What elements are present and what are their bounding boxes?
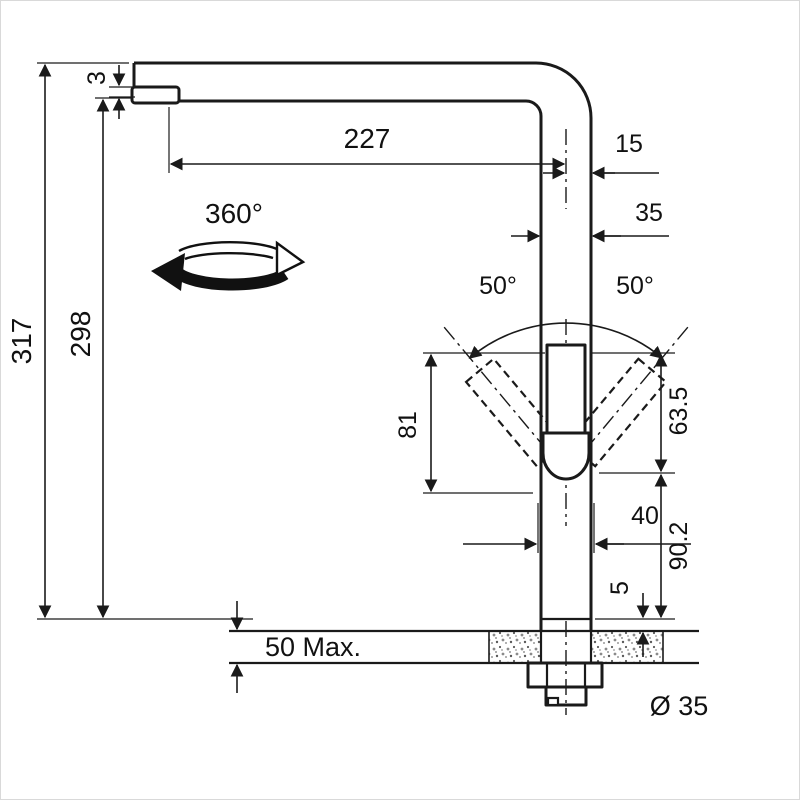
label-spout-height: 298: [65, 311, 96, 358]
handle-group: [443, 319, 689, 526]
dimension-spout-reach: 227: [168, 107, 567, 209]
label-tip-height: 3: [83, 71, 111, 85]
counter-hatch-left: [488, 630, 542, 664]
lever-angle-dimension: 50° 50°: [468, 272, 664, 359]
dimension-lever-offset: 63.5: [591, 352, 693, 474]
label-pipe-width: 35: [635, 199, 663, 227]
label-spout-reach: 227: [344, 123, 391, 154]
spout-outer-contour: [134, 61, 593, 631]
label-lever-offset: 63.5: [665, 387, 693, 436]
dimension-total-height: 317: [6, 62, 253, 620]
dimension-lever-length: 81: [394, 352, 545, 494]
label-lever-angle-right: 50°: [616, 272, 654, 300]
dimension-pipe-width: 35: [511, 199, 669, 243]
aerator: [130, 85, 181, 105]
label-base-width: 40: [631, 502, 659, 530]
swivel-arrow-top-arc-outer: [178, 241, 282, 253]
counter-section: [229, 629, 699, 665]
dimension-lower-body-height: 90.2: [595, 473, 693, 620]
handle-pivot-ball: [541, 431, 591, 481]
label-lever-angle-left: 50°: [479, 272, 517, 300]
lever-angle-arc: [468, 322, 664, 359]
swivel-arrow-icon: [151, 240, 306, 291]
label-lever-length: 81: [394, 411, 422, 439]
label-outlet-offset: 15: [615, 130, 643, 158]
mounting-nut: [526, 661, 604, 689]
counter-hatch-right: [590, 630, 664, 664]
dimension-base-plate-height: 5: [606, 581, 650, 657]
spout-inner-contour: [179, 99, 543, 631]
swivel-arrow-top-arc-inner: [184, 252, 274, 261]
label-swivel-angle: 360°: [205, 198, 263, 229]
label-max-counter-thickness: 50 Max.: [265, 632, 361, 662]
swivel-arrow-left-head: [151, 253, 185, 291]
label-base-plate-height: 5: [606, 581, 634, 595]
dimension-base-width: 40: [463, 502, 691, 553]
swivel-arrow-thick-arc: [172, 267, 289, 291]
label-hole-diameter: Ø 35: [650, 691, 709, 721]
swivel-arrow-right-head: [275, 240, 306, 277]
faucet-body: [130, 61, 593, 631]
dimension-max-counter-thickness: 50 Max.: [230, 601, 361, 693]
label-total-height: 317: [6, 318, 37, 365]
swivel-group: 360°: [151, 198, 306, 291]
dimension-outlet-offset: 15: [543, 130, 659, 180]
handle-lever: [545, 343, 587, 435]
label-lower-body-height: 90.2: [665, 522, 693, 571]
dimension-spout-height: 298: [65, 97, 131, 619]
dimension-hole-diameter: Ø 35: [650, 691, 709, 721]
dimension-tip-height: 3: [83, 65, 135, 119]
mounting-group: [526, 621, 604, 715]
tail-notch: [546, 696, 560, 707]
